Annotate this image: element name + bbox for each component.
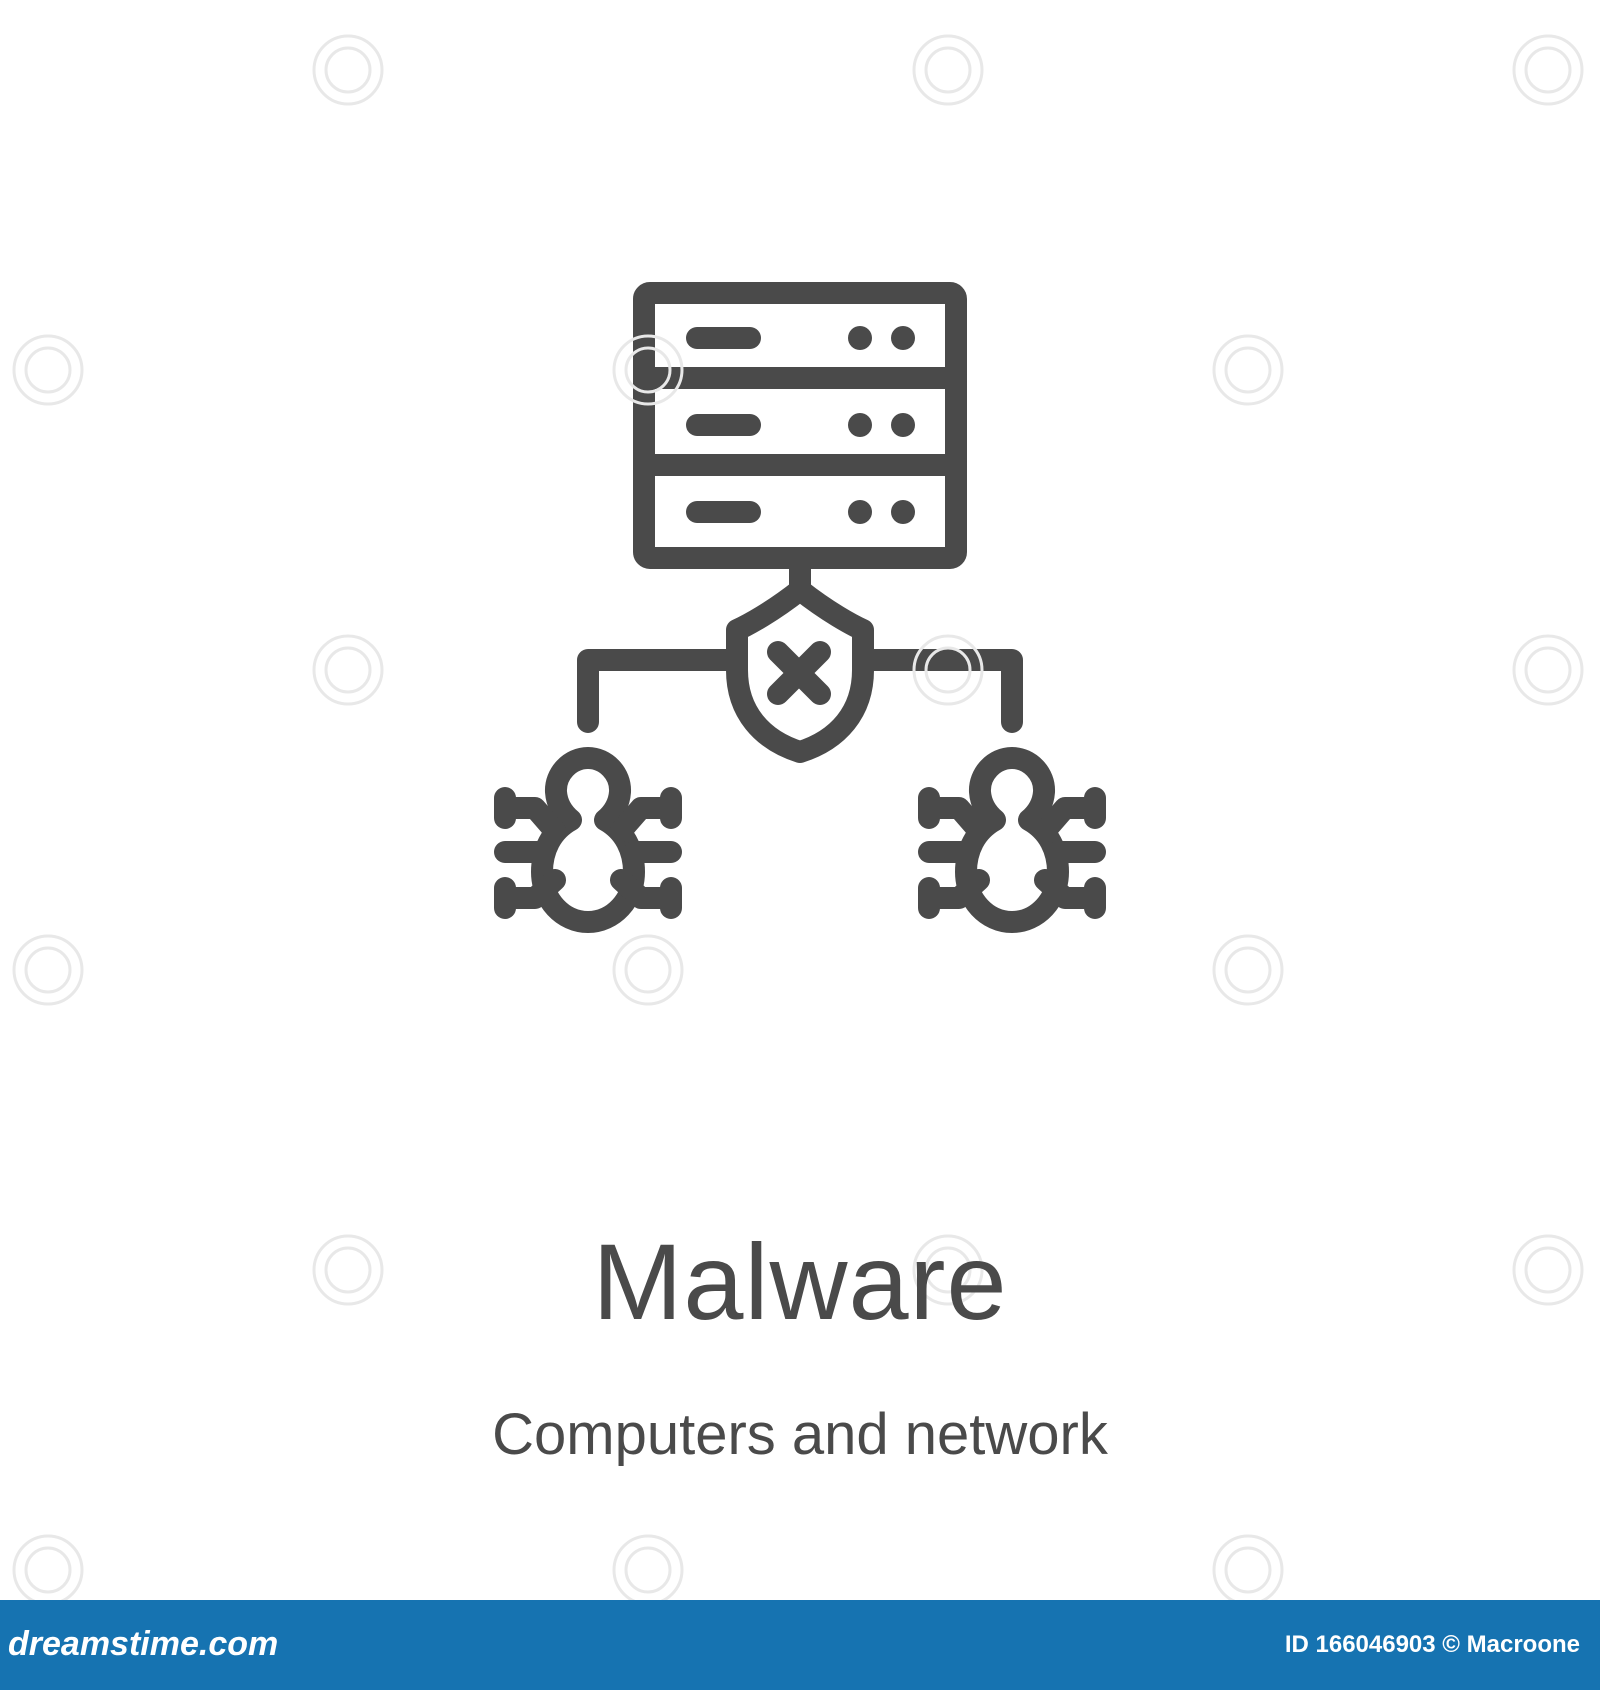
- bug-icon-left: [494, 747, 682, 933]
- branch-left: [577, 649, 748, 733]
- server-indicator-dots: [848, 326, 915, 524]
- shield-icon: [726, 579, 874, 763]
- footer-credit: ID 166046903 © Macroone: [1284, 1631, 1580, 1658]
- bug-icon-right: [918, 747, 1106, 933]
- footer-logo[interactable]: dreamstime.com: [8, 1625, 279, 1663]
- malware-icon: [494, 282, 1106, 933]
- icon-category: Computers and network: [492, 1402, 1108, 1467]
- icon-title: Malware: [592, 1221, 1008, 1342]
- footer-bar: dreamstime.com ID 166046903 © Macroone: [0, 1600, 1600, 1690]
- branch-right: [852, 649, 1023, 733]
